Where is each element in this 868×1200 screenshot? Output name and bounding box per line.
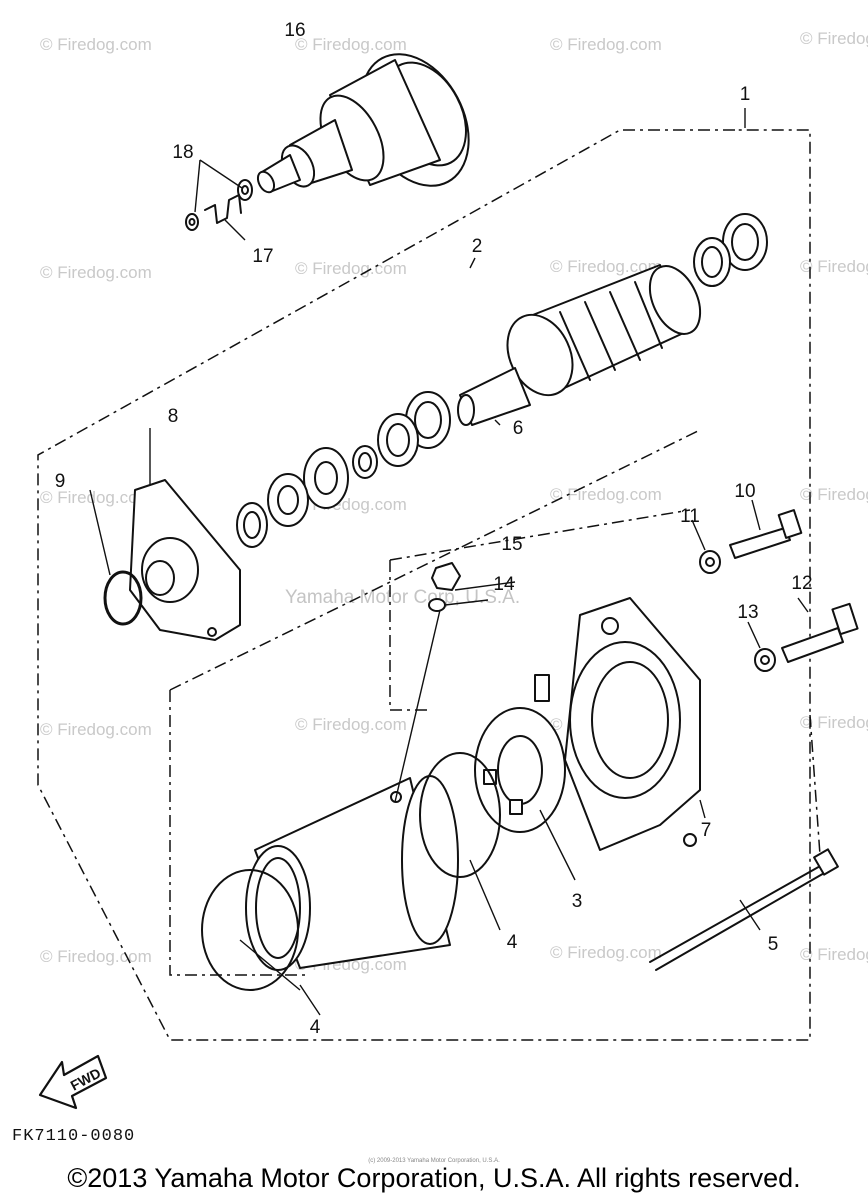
copyright-notice: ©2013 Yamaha Motor Corporation, U.S.A. A… — [67, 1163, 801, 1193]
callout-13: 13 — [737, 602, 758, 623]
callout-14: 14 — [493, 574, 515, 595]
watermark: © Firedog.com — [295, 35, 407, 54]
through-bolt-part — [649, 848, 839, 971]
callout-3: 3 — [572, 891, 583, 912]
watermark: © Firedog.com — [800, 29, 868, 48]
callout-1: 1 — [740, 84, 751, 105]
brush-plate-part — [474, 674, 566, 833]
callout-8: 8 — [168, 406, 179, 427]
spring-washer-parts — [185, 179, 253, 231]
front-cover-part — [129, 479, 268, 641]
nut-washer-part — [428, 562, 461, 612]
watermark: © Firedog.com — [40, 35, 152, 54]
callout-6: 6 — [513, 418, 524, 439]
callout-16: 16 — [284, 20, 305, 41]
callout-12: 12 — [791, 573, 812, 594]
callout-11: 11 — [680, 506, 700, 527]
starter-clutch-part — [256, 53, 470, 194]
yoke-part — [201, 752, 501, 991]
watermark: © Firedog.com — [40, 720, 152, 739]
fine-print: (c) 2009-2013 Yamaha Motor Corporation, … — [368, 1158, 500, 1164]
armature-part — [457, 264, 702, 426]
callout-18: 18 — [172, 142, 193, 163]
callout-2: 2 — [472, 236, 483, 257]
watermark: © Firedog.com — [550, 257, 662, 276]
callout-10: 10 — [734, 481, 755, 502]
watermark: © Firedog.com — [550, 35, 662, 54]
callout-15: 15 — [501, 534, 522, 555]
callout-4b: 4 — [310, 1017, 321, 1038]
callout-7: 7 — [701, 820, 712, 841]
watermark: © Firedog.com — [550, 943, 662, 962]
fwd-arrow-icon: FWD — [38, 1054, 108, 1110]
watermark: © Firedog.com — [40, 263, 152, 282]
center-watermark: Yamaha Motor Corp, U.S.A. — [285, 587, 520, 608]
callout-9: 9 — [55, 471, 66, 492]
diagram-code: FK7110-0080 — [12, 1127, 136, 1146]
callout-17: 17 — [252, 246, 273, 267]
callout-5: 5 — [768, 934, 779, 955]
callout-labels: 1 2 3 4 4 5 6 7 8 9 10 11 12 13 14 15 16… — [55, 20, 813, 1038]
watermark: © Firedog.com — [800, 945, 868, 964]
watermark: © Firedog.com — [40, 947, 152, 966]
watermark: © Firedog.com — [800, 257, 868, 276]
bolts-part — [699, 509, 859, 672]
rear-cover-part — [564, 597, 701, 851]
callout-4a: 4 — [507, 932, 518, 953]
leader-lines — [89, 108, 809, 1016]
watermark: © Firedog.com — [550, 485, 662, 504]
watermark: © Firedog.com — [295, 259, 407, 278]
watermark: © Firedog.com — [800, 713, 868, 732]
watermark: © Firedog.com — [800, 485, 868, 504]
watermark: © Firedog.com — [40, 488, 152, 507]
watermark: © Firedog.com — [295, 715, 407, 734]
o-ring-part — [103, 570, 143, 626]
washer-set-part — [267, 213, 768, 527]
